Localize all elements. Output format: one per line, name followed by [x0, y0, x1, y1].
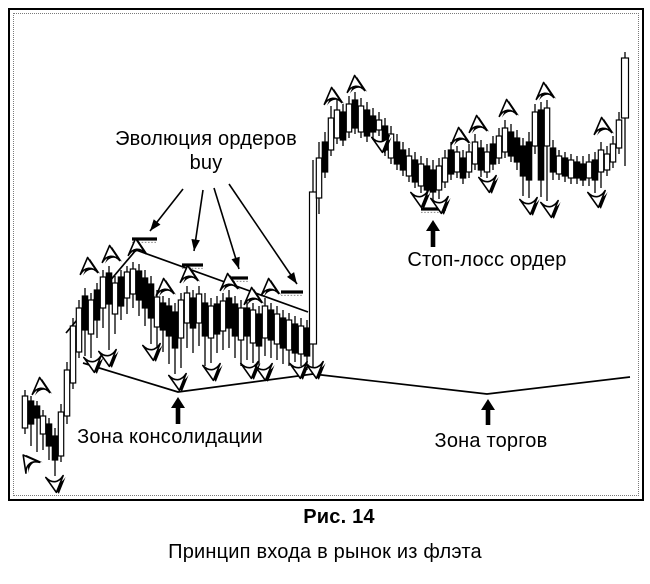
buy-orders-evolution-label: Эволюция ордеров buy: [115, 127, 297, 176]
figure-inner-border: [13, 13, 639, 496]
stop-loss-order-label: Стоп-лосс ордер: [407, 249, 567, 271]
figure-number: Рис. 14: [303, 506, 375, 528]
figure-title: Принцип входа в рынок из флэта: [168, 541, 482, 563]
consolidation-zone-label: Зона консолидации: [77, 426, 263, 448]
figure-caption: Рис. 14 Принцип входа в рынок из флэта: [0, 505, 650, 564]
buy-orders-evolution-label-line2: buy: [189, 152, 223, 175]
trading-zone-label: Зона торгов: [434, 430, 548, 452]
buy-orders-evolution-label-line1: Эволюция ордеров: [115, 128, 297, 150]
